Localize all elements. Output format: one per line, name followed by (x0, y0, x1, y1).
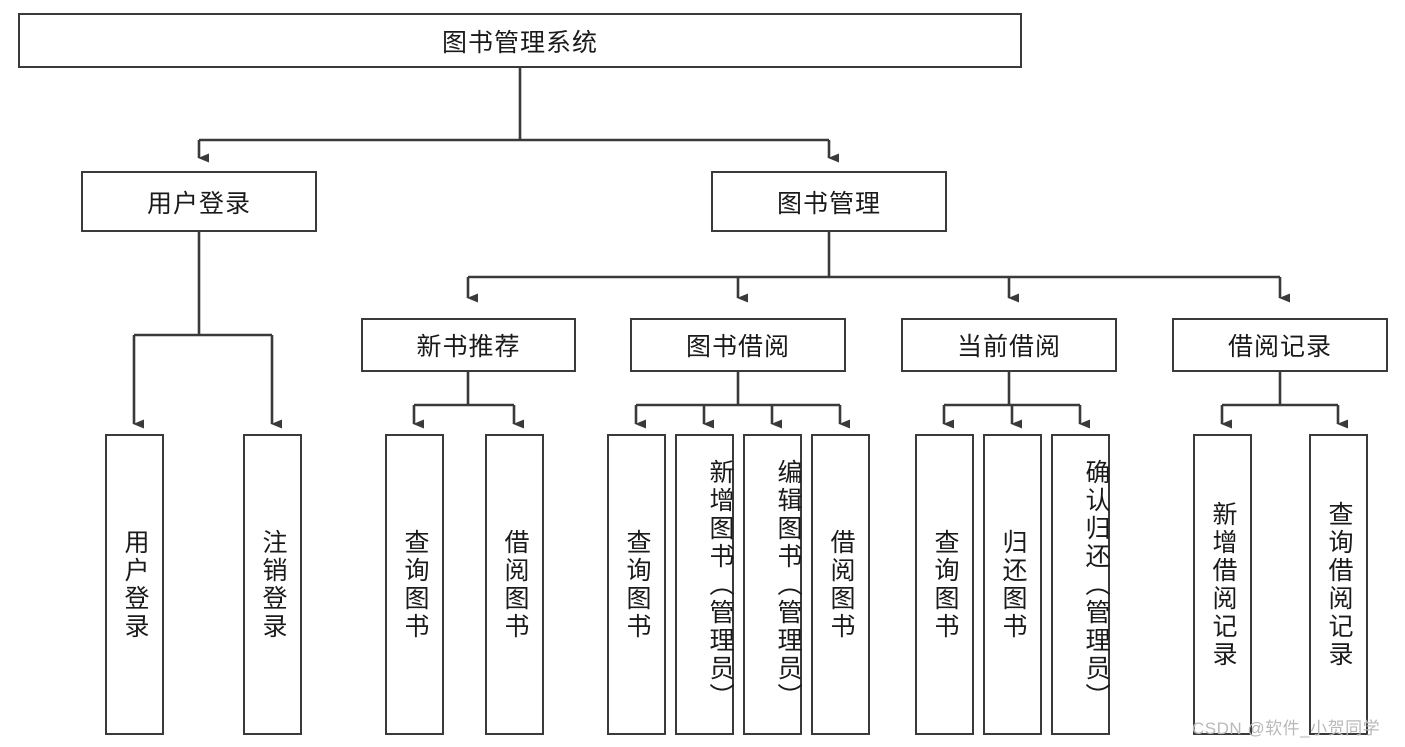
node-leaf-confirm-return[interactable]: 确认归还（管理员） (1051, 434, 1110, 735)
node-borrow-record-label: 借阅记录 (1227, 333, 1332, 361)
node-book-manage[interactable]: 图书管理 (711, 171, 947, 232)
node-leaf-query-book-1-label: 查询图书 (401, 528, 429, 641)
node-root[interactable]: 图书管理系统 (18, 13, 1022, 68)
node-user-login[interactable]: 用户登录 (81, 171, 317, 232)
node-new-book-recommend-label: 新书推荐 (416, 333, 521, 361)
node-leaf-confirm-return-label: 确认归还（管理员） (1082, 458, 1110, 711)
node-book-borrow[interactable]: 图书借阅 (630, 318, 846, 372)
node-leaf-add-record-label: 新增借阅记录 (1209, 500, 1237, 669)
node-user-login-label: 用户登录 (146, 189, 251, 218)
node-leaf-edit-book-label: 编辑图书（管理员） (774, 458, 802, 711)
node-leaf-query-record-label: 查询借阅记录 (1325, 500, 1353, 669)
node-leaf-add-book-label: 新增图书（管理员） (706, 458, 734, 711)
node-borrow-record[interactable]: 借阅记录 (1172, 318, 1388, 372)
node-leaf-query-book-2[interactable]: 查询图书 (607, 434, 666, 735)
node-leaf-user-login[interactable]: 用户登录 (105, 434, 164, 735)
node-leaf-add-record[interactable]: 新增借阅记录 (1193, 434, 1252, 735)
node-root-label: 图书管理系统 (441, 28, 598, 57)
node-book-borrow-label: 图书借阅 (685, 333, 790, 361)
node-leaf-user-logout-label: 注销登录 (259, 528, 287, 641)
node-leaf-borrow-book-1-label: 借阅图书 (501, 528, 529, 641)
node-leaf-query-book-1[interactable]: 查询图书 (385, 434, 444, 735)
node-current-borrow[interactable]: 当前借阅 (901, 318, 1117, 372)
node-new-book-recommend[interactable]: 新书推荐 (361, 318, 576, 372)
node-current-borrow-label: 当前借阅 (956, 333, 1061, 361)
node-leaf-return-book-label: 归还图书 (999, 528, 1027, 641)
node-leaf-add-book[interactable]: 新增图书（管理员） (675, 434, 734, 735)
node-leaf-query-book-3-label: 查询图书 (931, 528, 959, 641)
node-leaf-borrow-book-2[interactable]: 借阅图书 (811, 434, 870, 735)
node-leaf-user-login-label: 用户登录 (121, 528, 149, 641)
node-leaf-return-book[interactable]: 归还图书 (983, 434, 1042, 735)
node-leaf-borrow-book-1[interactable]: 借阅图书 (485, 434, 544, 735)
node-leaf-query-record[interactable]: 查询借阅记录 (1309, 434, 1368, 735)
node-leaf-user-logout[interactable]: 注销登录 (243, 434, 302, 735)
node-leaf-query-book-2-label: 查询图书 (623, 528, 651, 641)
node-leaf-edit-book[interactable]: 编辑图书（管理员） (743, 434, 802, 735)
node-book-manage-label: 图书管理 (776, 189, 881, 218)
node-leaf-borrow-book-2-label: 借阅图书 (827, 528, 855, 641)
watermark-text: CSDN @软件_小贺同学 (1192, 719, 1381, 738)
node-leaf-query-book-3[interactable]: 查询图书 (915, 434, 974, 735)
